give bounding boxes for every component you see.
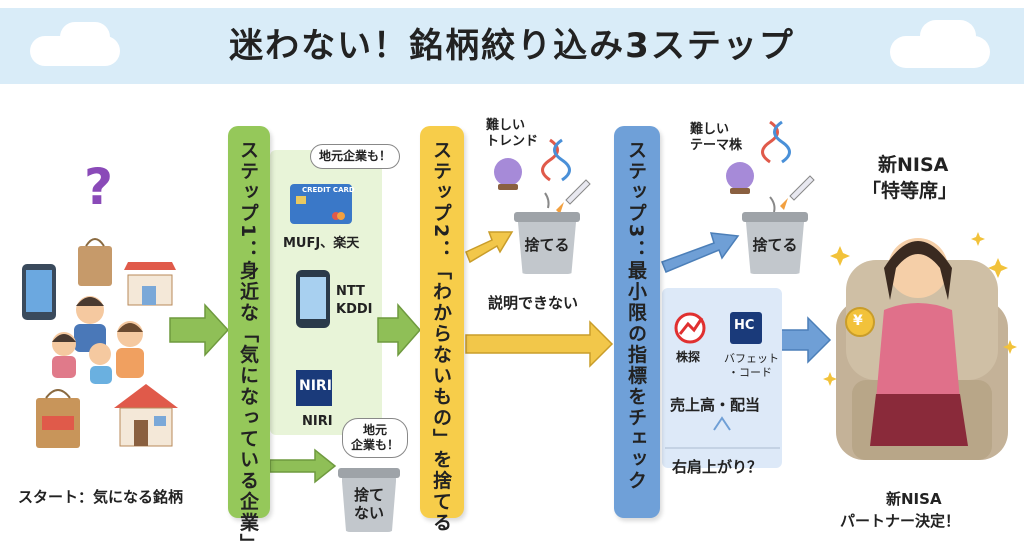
step2-heading: ステップ2：「わからないもの」を捨てる <box>430 140 452 534</box>
niri-logo <box>296 370 332 406</box>
goal-footer-1: 新NISA <box>886 490 942 508</box>
step2-caption-1: 難しい <box>486 118 526 133</box>
house-icon <box>114 384 178 447</box>
dna-icon <box>541 138 571 182</box>
step3-tool-kabutan: 株探 <box>676 350 701 364</box>
bin-step3: 捨てる <box>742 212 808 274</box>
smartphone-icon <box>296 270 330 328</box>
store-bag-icon <box>36 389 80 448</box>
arrow-step3-to-goal <box>777 316 832 364</box>
step3-tool-buffett-2: ・コード <box>728 366 772 379</box>
step3-trend: 右肩上がり？ <box>672 458 763 476</box>
step1-item-kddi: KDDI <box>336 302 373 317</box>
cloud-left-top <box>60 22 110 52</box>
step1-item-mufj: MUFJ、楽天 <box>283 236 360 251</box>
step3-caption-1: 難しい <box>690 122 730 137</box>
step2-caption-2: トレンド <box>486 134 539 149</box>
rocket-icon <box>556 179 591 214</box>
step3-band <box>614 126 660 518</box>
arrow-step1-to-bin <box>269 448 337 484</box>
goal-footer-2: パートナー決定！ <box>840 512 961 530</box>
kabutan-logo <box>674 312 706 344</box>
step2-band <box>420 126 464 518</box>
buffett-logo-text: HC <box>734 318 755 333</box>
step3-metric: 売上高・配当 <box>670 396 761 414</box>
step1-band <box>228 126 270 518</box>
step1-item-ntt: NTT <box>336 284 365 299</box>
step1-bubble-top: 地元企業も！ <box>310 144 401 169</box>
step2-below-label: 説明できない <box>488 294 579 312</box>
phone-icon <box>22 264 56 320</box>
family-icon <box>52 296 144 384</box>
bin-step2: 捨てる <box>514 212 580 274</box>
arrow-down-bin2 <box>544 192 550 209</box>
question-mark-icon: ? <box>84 158 114 216</box>
rocket-icon-2 <box>780 175 815 210</box>
goal-heading-1: 新NISA <box>878 154 949 176</box>
step1-heading: ステップ1：身近な「気になっている企業」 <box>237 140 259 555</box>
step3-heading: ステップ3：最小限の指標をチェック <box>625 140 647 492</box>
woman-armchair-illustration <box>836 238 1008 460</box>
shopping-bag-icon <box>78 238 112 286</box>
title-banner <box>0 8 1024 84</box>
step1-item-niri: NIRI <box>302 414 333 429</box>
shop-icon <box>124 262 176 306</box>
arrow-step1-to-step2 <box>377 303 421 357</box>
credit-card-icon <box>290 184 352 224</box>
goal-heading-2: 「特等席」 <box>862 180 958 202</box>
credit-card-text: CREDIT CARD <box>302 186 355 194</box>
crystal-ball-icon-2 <box>726 162 754 194</box>
page-title: 迷わない！銘柄絞り込み3ステップ <box>229 26 795 66</box>
arrow-step2-to-step3 <box>465 320 614 368</box>
buffett-code-logo <box>730 312 762 344</box>
sparkle-icons <box>823 232 1017 386</box>
cloud-right-top <box>920 20 976 52</box>
step3-tool-buffett-1: バフェット <box>724 352 779 365</box>
start-label: スタート：気になる銘柄 <box>18 488 184 506</box>
arrow-step2-to-bin <box>465 231 514 264</box>
arrow-step3-to-bin <box>661 232 740 273</box>
dna-icon-2 <box>761 120 791 164</box>
callout-pointer <box>713 416 731 431</box>
step3-caption-2: テーマ株 <box>690 138 743 153</box>
crystal-ball-icon <box>494 158 522 190</box>
niri-logo-text: NIRI <box>299 378 332 394</box>
arrow-start-to-step1 <box>169 303 230 357</box>
bin-keep: 捨て ない <box>338 468 400 532</box>
arrow-down-bin3 <box>769 196 776 213</box>
step1-bubble-bottom: 地元 企業も！ <box>342 418 409 458</box>
yen-coin-icon: ¥ <box>853 313 863 329</box>
